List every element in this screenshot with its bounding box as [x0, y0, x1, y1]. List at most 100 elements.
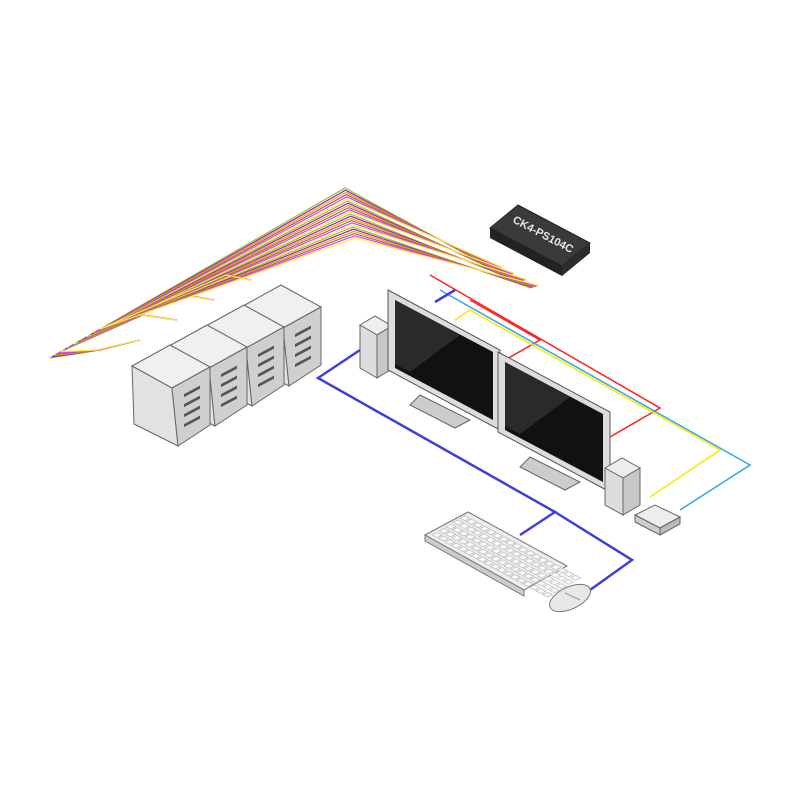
key	[470, 545, 483, 552]
key	[476, 556, 489, 563]
key	[503, 555, 516, 561]
key	[491, 532, 504, 539]
drive-bay	[258, 375, 274, 388]
speaker-right	[603, 457, 642, 516]
key	[457, 546, 469, 552]
drive-bay	[258, 365, 274, 378]
usb-cable	[315, 348, 558, 537]
key	[523, 565, 535, 572]
key	[490, 555, 502, 562]
key	[450, 542, 463, 549]
key	[483, 560, 495, 566]
key	[535, 588, 547, 594]
key	[472, 522, 484, 529]
bundle-wire	[86, 224, 527, 338]
key	[523, 558, 536, 564]
usb-cable-switch	[434, 288, 456, 304]
key	[517, 554, 529, 561]
drive-bay	[221, 365, 237, 378]
key	[437, 535, 450, 542]
key	[477, 541, 490, 547]
drive-bay	[184, 415, 200, 428]
key	[555, 583, 568, 589]
key	[465, 526, 477, 533]
key	[530, 553, 543, 560]
key	[543, 568, 555, 575]
mouse[interactable]	[545, 579, 594, 618]
key	[549, 572, 562, 578]
bundle-wire	[60, 198, 503, 353]
key	[457, 538, 470, 545]
key	[515, 577, 528, 584]
key	[459, 515, 471, 522]
key	[504, 547, 516, 554]
key	[530, 561, 542, 568]
key	[536, 572, 548, 579]
key	[463, 549, 476, 556]
key	[556, 575, 568, 582]
key	[537, 557, 549, 564]
key	[444, 531, 457, 538]
key	[569, 574, 582, 581]
bundle-wire	[99, 237, 539, 330]
key	[452, 519, 464, 526]
key	[431, 532, 443, 538]
key	[548, 587, 561, 594]
key	[496, 559, 509, 566]
keyboard[interactable]	[423, 511, 582, 598]
drive-bay	[221, 385, 237, 398]
key	[477, 548, 489, 555]
key	[485, 529, 497, 536]
kvm-switch[interactable]: CK4-PS104C	[489, 204, 591, 276]
key	[529, 569, 542, 575]
speaker-left	[359, 315, 393, 379]
key	[438, 527, 450, 534]
drive-bay	[295, 325, 311, 338]
key	[517, 546, 530, 553]
red-cable	[429, 274, 662, 438]
drive-bay	[295, 355, 311, 368]
computers	[130, 284, 323, 447]
drive-bay	[184, 395, 200, 408]
key	[549, 579, 561, 586]
key	[542, 576, 555, 582]
key	[529, 576, 541, 583]
key	[464, 534, 477, 540]
key	[490, 548, 503, 554]
key	[542, 583, 554, 590]
key	[489, 563, 502, 570]
red-cable-2	[469, 299, 542, 361]
computer-tower	[130, 344, 212, 447]
drive-bay	[258, 355, 274, 368]
drive-bay	[295, 345, 311, 358]
key	[524, 550, 536, 557]
key	[484, 537, 497, 543]
key	[509, 574, 521, 580]
key	[471, 537, 483, 544]
key	[522, 581, 534, 587]
key	[464, 541, 476, 548]
key	[465, 518, 478, 525]
key	[445, 523, 457, 530]
drive-bay	[184, 385, 200, 398]
key	[556, 567, 569, 574]
computer-cable-bundles	[49, 187, 539, 359]
key	[536, 565, 549, 571]
key	[491, 540, 503, 547]
peripheral-cables	[315, 274, 752, 592]
key	[470, 553, 482, 559]
key	[444, 539, 456, 545]
key	[562, 579, 575, 585]
key	[497, 544, 510, 550]
key	[543, 560, 556, 567]
lightblue-cable	[439, 289, 752, 511]
yellow-cable	[454, 309, 722, 498]
key	[483, 552, 496, 559]
key	[498, 536, 510, 543]
key	[511, 543, 523, 550]
monitor-2	[497, 351, 611, 493]
key	[497, 551, 509, 558]
key	[484, 544, 496, 551]
key	[535, 580, 548, 587]
